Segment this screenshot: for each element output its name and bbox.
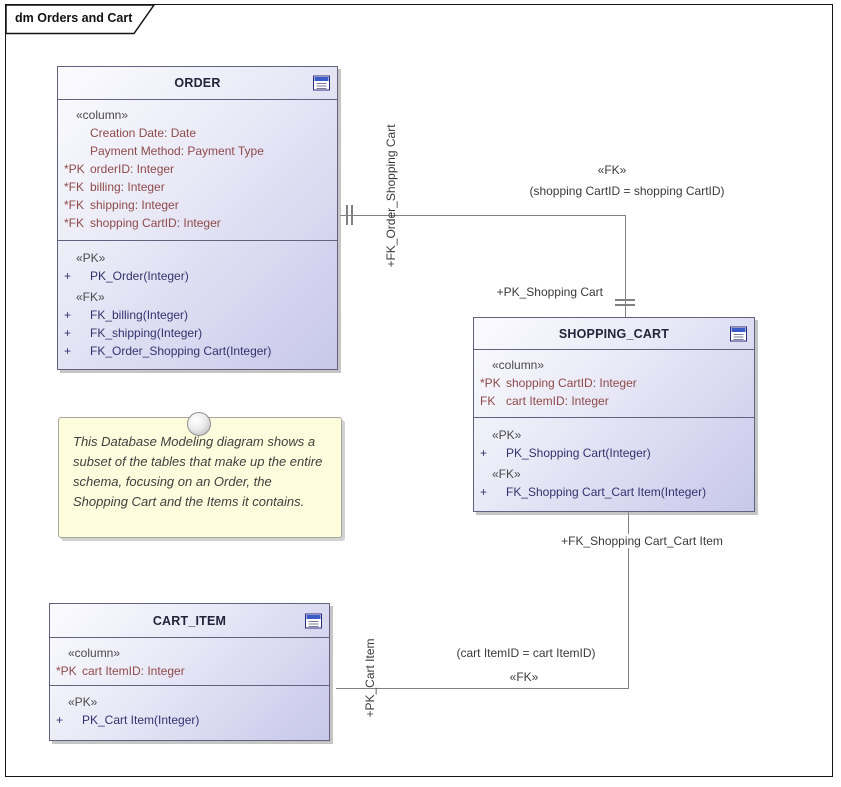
table-icon [313, 75, 330, 91]
diagram-frame-tab [5, 4, 156, 35]
note-text: This Database Modeling diagram shows a s… [73, 434, 323, 509]
columns-stereotype: «column» [68, 646, 121, 660]
operations-stereotype: «FK» [76, 290, 105, 304]
columns-stereotype: «column» [492, 358, 545, 372]
connector2-target-role-label: +PK_Cart Item [363, 638, 377, 718]
operations-stereotype: «FK» [492, 467, 521, 481]
operation-row: +PK_Order(Integer) [64, 269, 189, 283]
table-icon [730, 326, 747, 341]
table-title: SHOPPING_CART [558, 326, 670, 341]
operation-row: +FK_Shopping Cart_Cart Item(Integer) [480, 485, 707, 499]
operation-row: +FK_billing(Integer) [64, 308, 189, 322]
table-title: CART_ITEM [152, 613, 227, 628]
table-shopping-cart-header: SHOPPING_CART [474, 318, 754, 350]
operation-row: +PK_Cart Item(Integer) [56, 713, 200, 727]
operations-stereotype: «PK» [492, 428, 522, 442]
operations-compartment: «PK» +PK_Order(Integer) «FK» +FK_billing… [58, 241, 337, 369]
operations-compartment: «PK» +PK_Shopping Cart(Integer) «FK» +FK… [474, 418, 754, 511]
cardinality-one-tick [615, 304, 635, 306]
columns-stereotype: «column» [76, 108, 129, 122]
operation-row: +PK_Shopping Cart(Integer) [480, 446, 651, 460]
table-title: ORDER [174, 76, 221, 90]
connector2-stereotype-label: «FK» [507, 670, 541, 684]
table-order-header: ORDER [58, 67, 337, 100]
operations-stereotype: «PK» [68, 695, 98, 709]
cardinality-one-tick [615, 299, 635, 301]
column-row: Creation Date: Date [90, 126, 197, 140]
operation-row: +FK_Order_Shopping Cart(Integer) [64, 344, 272, 358]
connector1-target-role-label: +PK_Shopping Cart [494, 285, 605, 299]
connector1-stereotype-label: «FK» [595, 163, 629, 177]
note-pin-icon [187, 412, 211, 436]
diagram-note[interactable]: This Database Modeling diagram shows a s… [58, 412, 342, 538]
table-order[interactable]: ORDER «column» Creation Date: Date Payme… [57, 66, 338, 370]
operations-compartment: «PK» +PK_Cart Item(Integer) [50, 686, 329, 740]
operations-stereotype: «PK» [76, 251, 106, 265]
diagram-frame [5, 4, 833, 777]
connector2-source-role-label: +FK_Shopping Cart_Cart Item [559, 534, 725, 548]
column-row: Payment Method: Payment Type [90, 144, 264, 158]
diagram-title: dm Orders and Cart [15, 11, 133, 25]
connector1-constraint-label: (shopping CartID = shopping CartID) [527, 184, 727, 198]
connector-order-shoppingcart-hsegment[interactable] [340, 215, 626, 216]
connector-shoppingcart-cartitem-vsegment[interactable] [628, 512, 629, 688]
table-icon [305, 613, 322, 628]
columns-compartment: «column» Creation Date: Date Payment Met… [58, 100, 337, 241]
connector-order-shoppingcart-vsegment[interactable] [625, 215, 626, 318]
connector1-source-role-label: +FK_Order_Shopping Cart [384, 124, 398, 268]
table-cart-item-header: CART_ITEM [50, 604, 329, 638]
connector2-constraint-label: (cart ItemID = cart ItemID) [454, 646, 598, 660]
connector-shoppingcart-cartitem-hsegment[interactable] [336, 688, 629, 689]
operation-row: +FK_shipping(Integer) [64, 326, 203, 340]
cardinality-one-tick [346, 205, 348, 225]
cardinality-one-tick [351, 205, 353, 225]
